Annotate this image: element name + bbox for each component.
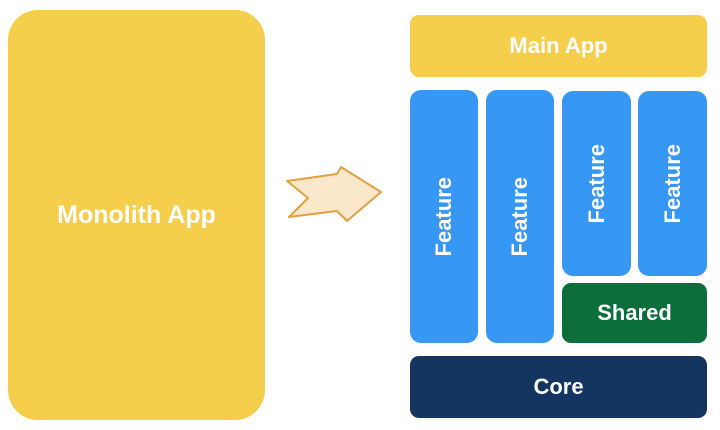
feature-label: Feature (583, 143, 609, 224)
right-arrow-icon (286, 166, 382, 222)
feature-label: Feature (431, 176, 456, 257)
feature-label: Feature (659, 143, 685, 224)
feature-block-2: Feature (486, 90, 554, 343)
shared-block: Shared (562, 283, 707, 343)
monolith-app-label: Monolith App (57, 200, 216, 229)
main-app-label: Main App (509, 33, 608, 58)
feature-block-4: Feature (638, 91, 707, 276)
core-label: Core (533, 374, 584, 399)
main-app-block: Main App (410, 15, 707, 77)
feature-block-1: Feature (410, 90, 478, 343)
shared-label: Shared (597, 300, 672, 325)
transformation-arrow (282, 162, 386, 226)
feature-block-3: Feature (562, 91, 631, 276)
feature-label: Feature (507, 176, 532, 257)
core-block: Core (410, 356, 707, 418)
monolith-app-block: Monolith App (8, 10, 265, 420)
